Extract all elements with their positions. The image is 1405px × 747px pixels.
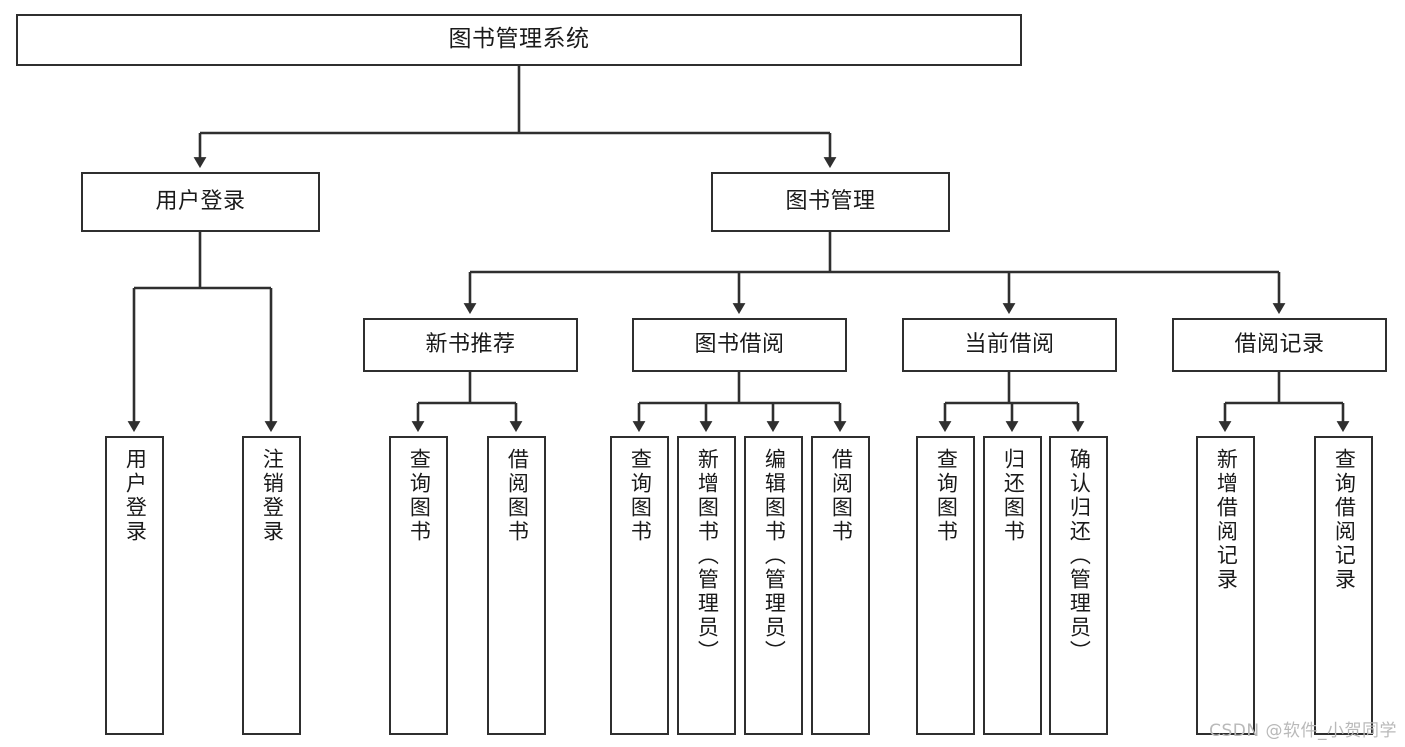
node-leaf-12[interactable]: 查询借阅记录: [1314, 436, 1373, 735]
node-label: 新增图书（管理员）: [695, 448, 720, 664]
node-label: 图书借阅: [694, 332, 785, 358]
node-label: 新书推荐: [425, 332, 516, 358]
node-label: 借阅图书: [505, 448, 530, 544]
node-leaf-8[interactable]: 查询图书: [916, 436, 975, 735]
node-label: 用户登录: [155, 189, 246, 215]
node-label: 图书管理系统: [448, 26, 590, 53]
node-label: 查询图书: [934, 448, 959, 544]
node-leaf-11[interactable]: 新增借阅记录: [1196, 436, 1255, 735]
node-level3-2[interactable]: 当前借阅: [902, 318, 1117, 372]
node-label: 新增借阅记录: [1214, 448, 1239, 592]
node-leaf-7[interactable]: 借阅图书: [811, 436, 870, 735]
node-level3-0[interactable]: 新书推荐: [363, 318, 578, 372]
node-leaf-0[interactable]: 用户登录: [105, 436, 164, 735]
node-leaf-2[interactable]: 查询图书: [389, 436, 448, 735]
node-leaf-3[interactable]: 借阅图书: [487, 436, 546, 735]
node-level3-1[interactable]: 图书借阅: [632, 318, 847, 372]
node-label: 用户登录: [123, 448, 148, 544]
node-label: 查询图书: [407, 448, 432, 544]
node-root[interactable]: 图书管理系统: [16, 14, 1022, 66]
node-leaf-10[interactable]: 确认归还（管理员）: [1049, 436, 1108, 735]
node-label: 确认归还（管理员）: [1067, 448, 1092, 664]
node-leaf-5[interactable]: 新增图书（管理员）: [677, 436, 736, 735]
node-label: 当前借阅: [964, 332, 1055, 358]
node-level2-0[interactable]: 用户登录: [81, 172, 320, 232]
node-leaf-9[interactable]: 归还图书: [983, 436, 1042, 735]
node-label: 归还图书: [1001, 448, 1026, 544]
node-level2-1[interactable]: 图书管理: [711, 172, 950, 232]
node-label: 借阅图书: [829, 448, 854, 544]
node-leaf-1[interactable]: 注销登录: [242, 436, 301, 735]
csdn-watermark: CSDN @软件_小贺同学: [1209, 721, 1397, 741]
node-leaf-6[interactable]: 编辑图书（管理员）: [744, 436, 803, 735]
node-label: 编辑图书（管理员）: [762, 448, 787, 664]
node-label: 查询图书: [628, 448, 653, 544]
node-level3-3[interactable]: 借阅记录: [1172, 318, 1387, 372]
node-label: 借阅记录: [1234, 332, 1325, 358]
node-label: 查询借阅记录: [1332, 448, 1357, 592]
node-label: 注销登录: [260, 448, 285, 544]
node-leaf-4[interactable]: 查询图书: [610, 436, 669, 735]
node-label: 图书管理: [785, 189, 876, 215]
